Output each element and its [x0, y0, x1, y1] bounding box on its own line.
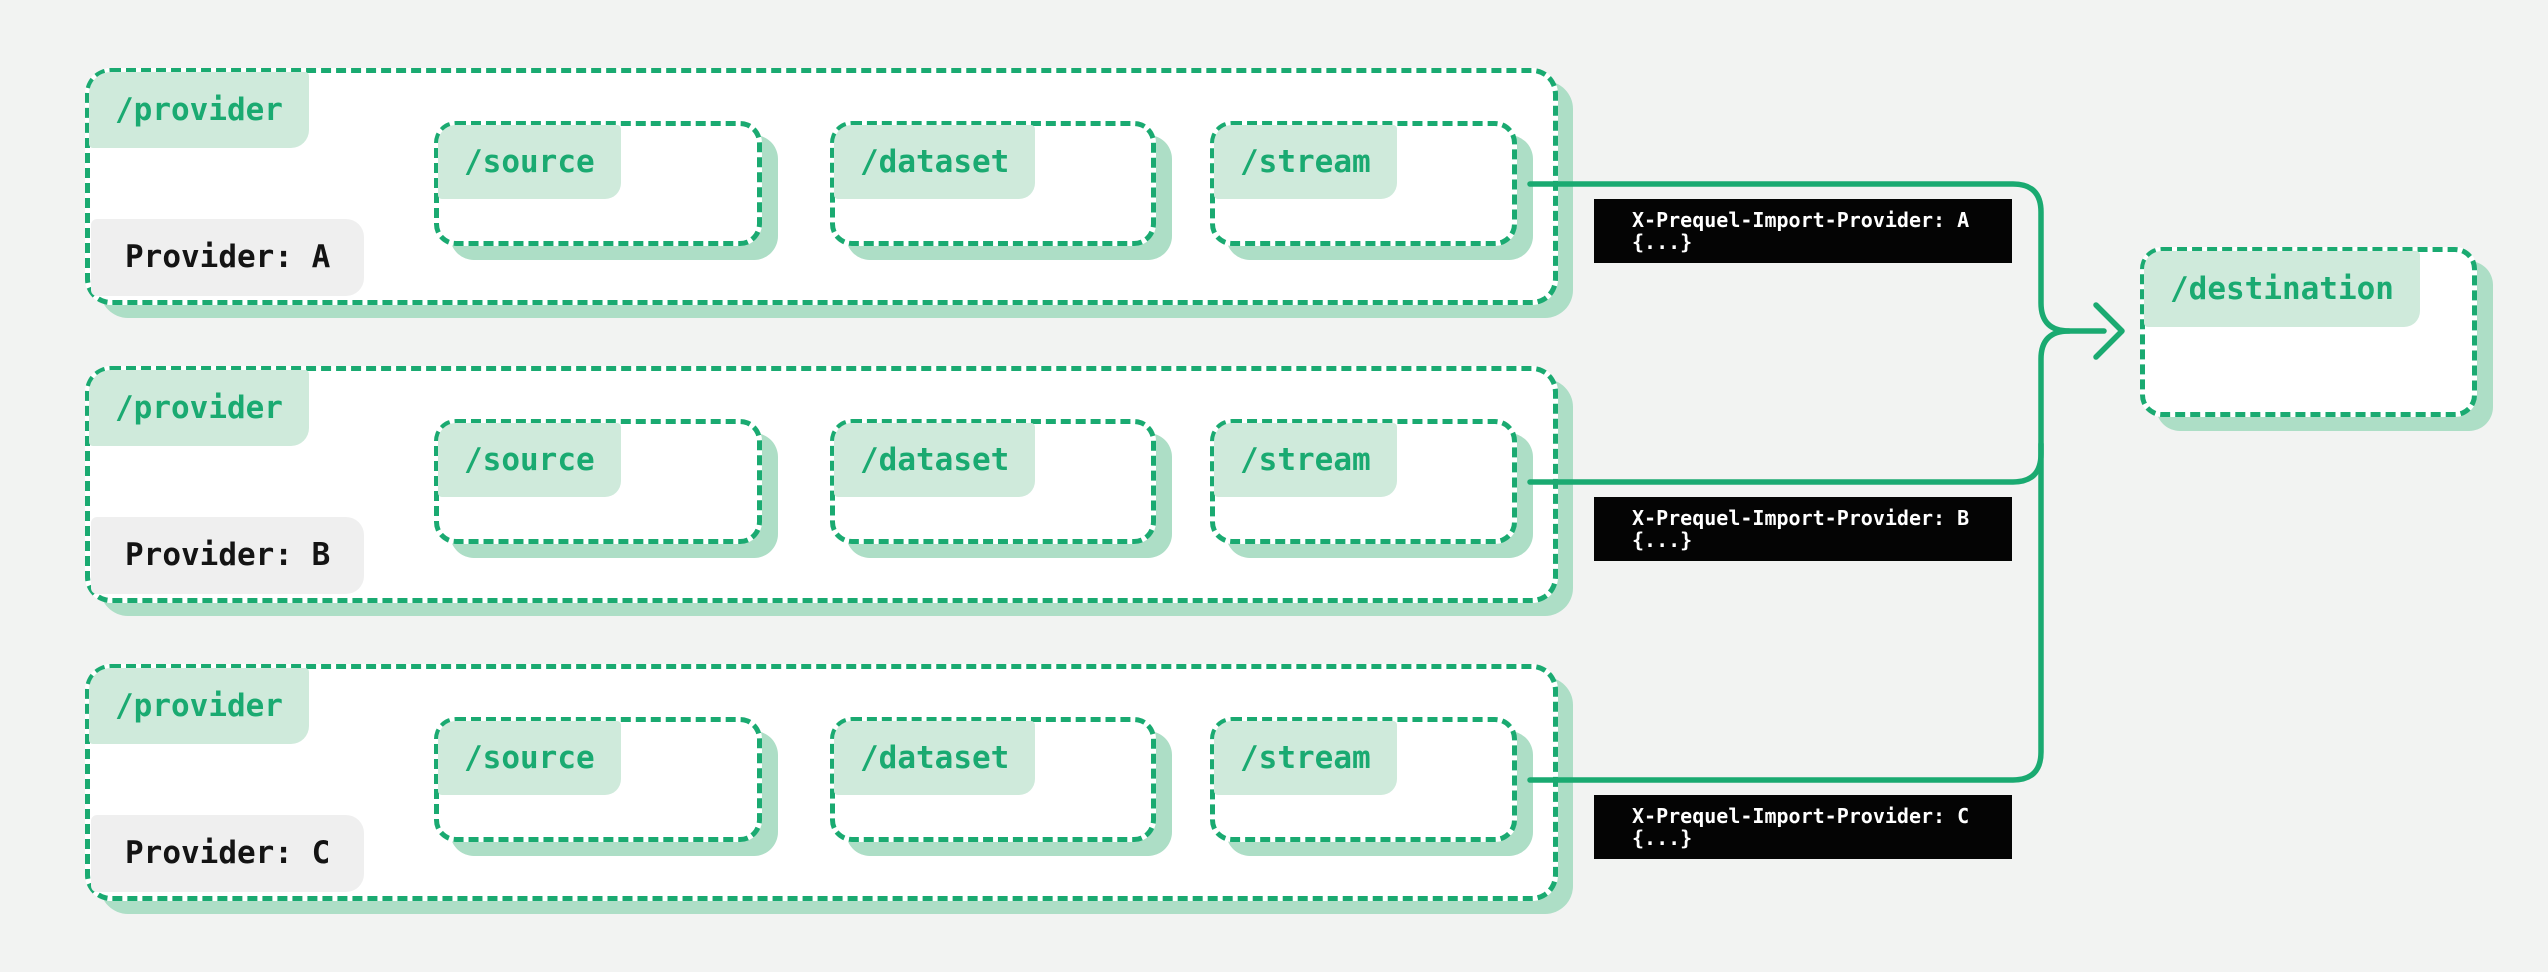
- dataset-path-pill: /dataset: [834, 125, 1036, 199]
- badge-line2: {...}: [1632, 230, 1693, 254]
- arrow-right-icon: [2093, 302, 2125, 360]
- stream-box: /stream: [1210, 717, 1533, 856]
- dataset-box: /dataset: [830, 419, 1172, 558]
- provider-box-a: /provider Provider: A /source /dataset /…: [85, 68, 2012, 318]
- destination-box: /destination: [2140, 247, 2493, 431]
- source-box: /source: [434, 419, 778, 558]
- provider-name-pill: Provider: B: [91, 517, 365, 594]
- badge-line1: X-Prequel-Import-Provider: B: [1632, 506, 1970, 530]
- connector-stream-b: [1527, 441, 2044, 485]
- badge-line2: {...}: [1632, 826, 1693, 850]
- badge-line1: X-Prequel-Import-Provider: A: [1632, 208, 1970, 232]
- provider-box-b: /provider Provider: B /source /dataset /…: [85, 366, 2012, 616]
- stream-box: /stream: [1210, 121, 1533, 260]
- provider-path-pill: /provider: [89, 668, 309, 744]
- dataset-path-pill: /dataset: [834, 721, 1036, 795]
- dataset-box: /dataset: [830, 121, 1172, 260]
- import-header-badge-c: X-Prequel-Import-Provider: C{...}: [1594, 795, 2012, 859]
- stream-box: /stream: [1210, 419, 1533, 558]
- badge-line1: X-Prequel-Import-Provider: C: [1632, 804, 1970, 828]
- stream-path-pill: /stream: [1214, 423, 1397, 497]
- provider-path-pill: /provider: [89, 72, 309, 148]
- badge-line2: {...}: [1632, 528, 1693, 552]
- source-box: /source: [434, 121, 778, 260]
- provider-name-pill: Provider: A: [91, 219, 365, 296]
- destination-path-pill: /destination: [2144, 251, 2420, 327]
- provider-path-pill: /provider: [89, 370, 309, 446]
- stream-path-pill: /stream: [1214, 125, 1397, 199]
- dataset-path-pill: /dataset: [834, 423, 1036, 497]
- stream-path-pill: /stream: [1214, 721, 1397, 795]
- source-path-pill: /source: [438, 125, 621, 199]
- source-path-pill: /source: [438, 721, 621, 795]
- dataset-box: /dataset: [830, 717, 1172, 856]
- import-header-badge-b: X-Prequel-Import-Provider: B{...}: [1594, 497, 2012, 561]
- import-header-badge-a: X-Prequel-Import-Provider: A{...}: [1594, 199, 2012, 263]
- provider-name-pill: Provider: C: [91, 815, 365, 892]
- provider-box-c: /provider Provider: C /source /dataset /…: [85, 664, 2012, 914]
- source-box: /source: [434, 717, 778, 856]
- source-path-pill: /source: [438, 423, 621, 497]
